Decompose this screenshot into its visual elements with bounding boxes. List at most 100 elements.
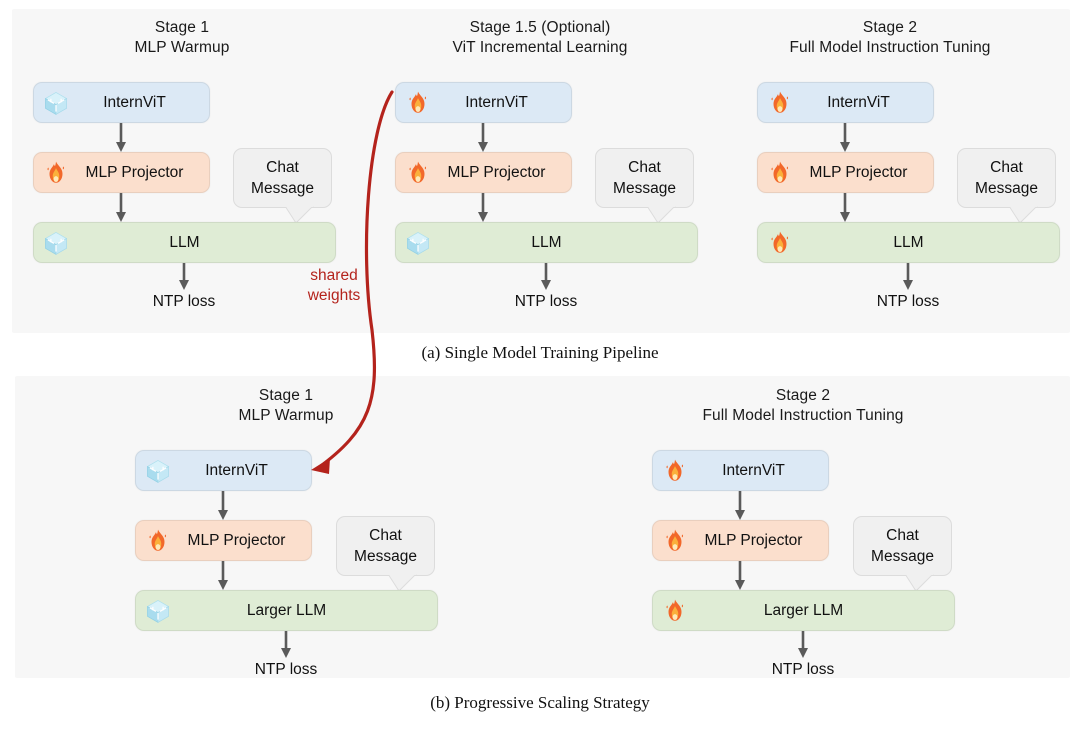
ice-cube-icon — [145, 458, 171, 484]
arrow-a1-vit-to-proj — [114, 123, 128, 153]
stage-a1-title-line1: Stage 1 — [154, 19, 210, 36]
bubble-a2-line1: Chat — [990, 159, 1023, 176]
node-a1-llm[interactable]: LLM — [33, 222, 336, 263]
stage-a15: Stage 1.5 (Optional) ViT Incremental Lea… — [360, 18, 720, 318]
node-a1-internvit-label: InternViT — [103, 93, 166, 111]
arrow-b1-vit-to-proj — [216, 491, 230, 521]
node-a2-llm[interactable]: LLM — [757, 222, 1060, 263]
bubble-a15-line2: Message — [613, 180, 676, 197]
stage-a2-title-line1: Stage 2 — [862, 19, 918, 36]
node-b2-internvit-label: InternViT — [722, 461, 785, 479]
bubble-tail-icon — [905, 574, 935, 592]
node-b1-larger-llm-label: Larger LLM — [246, 601, 327, 619]
ice-cube-icon — [43, 230, 69, 256]
arrow-a15-llm-to-loss — [539, 263, 553, 291]
node-b1-internvit[interactable]: InternViT — [135, 450, 312, 491]
fire-icon — [662, 528, 688, 554]
node-a15-internvit[interactable]: InternViT — [395, 82, 572, 123]
node-b2-internvit[interactable]: InternViT — [652, 450, 829, 491]
arrow-a2-proj-to-llm — [838, 193, 852, 223]
fire-icon — [145, 528, 171, 554]
bubble-a2-chat-message[interactable]: Chat Message — [957, 148, 1056, 224]
node-a15-internvit-label: InternViT — [465, 93, 528, 111]
fire-icon — [662, 458, 688, 484]
arrow-b2-vit-to-proj — [733, 491, 747, 521]
bubble-a1-chat-message[interactable]: Chat Message — [233, 148, 332, 224]
bubble-b1-line1: Chat — [369, 527, 402, 544]
bubble-b2-chat-message[interactable]: Chat Message — [853, 516, 952, 592]
bubble-a15-line1: Chat — [628, 159, 661, 176]
node-b2-larger-llm-label: Larger LLM — [763, 601, 844, 619]
bubble-b1-chat-message[interactable]: Chat Message — [336, 516, 435, 592]
node-a2-llm-label: LLM — [893, 233, 924, 251]
arrow-b1-proj-to-llm — [216, 561, 230, 591]
stage-a1: Stage 1 MLP Warmup — [12, 18, 352, 318]
stage-a15-title: Stage 1.5 (Optional) ViT Incremental Lea… — [360, 18, 720, 58]
caption-b: (b) Progressive Scaling Strategy — [430, 693, 650, 712]
stage-a2-title: Stage 2 Full Model Instruction Tuning — [710, 18, 1070, 58]
bubble-a15-chat-message[interactable]: Chat Message — [595, 148, 694, 224]
node-b1-mlp-projector[interactable]: MLP Projector — [135, 520, 312, 561]
arrow-b2-proj-to-llm — [733, 561, 747, 591]
node-b2-mlp-projector[interactable]: MLP Projector — [652, 520, 829, 561]
node-b2-mlp-projector-label: MLP Projector — [704, 531, 803, 549]
fire-icon — [43, 160, 69, 186]
arrow-a15-proj-to-llm — [476, 193, 490, 223]
bubble-b1-line2: Message — [354, 548, 417, 565]
stage-a2-title-line2: Full Model Instruction Tuning — [789, 39, 991, 56]
node-a2-internvit[interactable]: InternViT — [757, 82, 934, 123]
fire-icon — [405, 160, 431, 186]
arrow-b2-llm-to-loss — [796, 631, 810, 659]
arrow-a15-vit-to-proj — [476, 123, 490, 153]
stage-b1-title: Stage 1 MLP Warmup — [135, 386, 437, 426]
node-a1-internvit[interactable]: InternViT — [33, 82, 210, 123]
ice-cube-icon — [405, 230, 431, 256]
node-a15-mlp-projector-label: MLP Projector — [447, 163, 546, 181]
stage-a2: Stage 2 Full Model Instruction Tuning — [710, 18, 1070, 318]
ice-cube-icon — [43, 90, 69, 116]
node-a15-mlp-projector[interactable]: MLP Projector — [395, 152, 572, 193]
bubble-tail-icon — [388, 574, 418, 592]
stage-b1-title-line2: MLP Warmup — [238, 407, 334, 424]
bubble-a1-line2: Message — [251, 180, 314, 197]
node-b1-internvit-label: InternViT — [205, 461, 268, 479]
bubble-tail-icon — [285, 206, 315, 224]
node-a15-llm-label: LLM — [531, 233, 562, 251]
label-a15-ntp-loss: NTP loss — [514, 293, 578, 310]
node-a2-internvit-label: InternViT — [827, 93, 890, 111]
fire-icon — [767, 230, 793, 256]
label-a1-ntp-loss: NTP loss — [152, 293, 216, 310]
bubble-tail-icon — [647, 206, 677, 224]
node-a1-mlp-projector[interactable]: MLP Projector — [33, 152, 210, 193]
fire-icon — [767, 90, 793, 116]
stage-a1-title-line2: MLP Warmup — [134, 39, 230, 56]
bubble-a1-line1: Chat — [266, 159, 299, 176]
bubble-tail-icon — [1009, 206, 1039, 224]
node-a1-llm-label: LLM — [169, 233, 200, 251]
arrow-a1-proj-to-llm — [114, 193, 128, 223]
arrow-a2-vit-to-proj — [838, 123, 852, 153]
stage-b1: Stage 1 MLP Warmup — [135, 386, 437, 666]
arrow-a1-llm-to-loss — [177, 263, 191, 291]
fire-icon — [405, 90, 431, 116]
node-b2-larger-llm[interactable]: Larger LLM — [652, 590, 955, 631]
stage-a15-title-line1: Stage 1.5 (Optional) — [469, 19, 611, 36]
stage-b2: Stage 2 Full Model Instruction Tuning — [652, 386, 954, 666]
ice-cube-icon — [145, 598, 171, 624]
node-a15-llm[interactable]: LLM — [395, 222, 698, 263]
label-b1-ntp-loss: NTP loss — [254, 661, 318, 678]
node-b1-larger-llm[interactable]: Larger LLM — [135, 590, 438, 631]
node-a2-mlp-projector-label: MLP Projector — [809, 163, 908, 181]
node-a2-mlp-projector[interactable]: MLP Projector — [757, 152, 934, 193]
stage-b2-title-line2: Full Model Instruction Tuning — [702, 407, 904, 424]
node-a1-mlp-projector-label: MLP Projector — [85, 163, 184, 181]
bubble-b2-line2: Message — [871, 548, 934, 565]
arrow-b1-llm-to-loss — [279, 631, 293, 659]
label-a2-ntp-loss: NTP loss — [876, 293, 940, 310]
fire-icon — [662, 598, 688, 624]
stage-b2-title: Stage 2 Full Model Instruction Tuning — [652, 386, 954, 426]
bubble-b2-line1: Chat — [886, 527, 919, 544]
fire-icon — [767, 160, 793, 186]
node-b1-mlp-projector-label: MLP Projector — [187, 531, 286, 549]
